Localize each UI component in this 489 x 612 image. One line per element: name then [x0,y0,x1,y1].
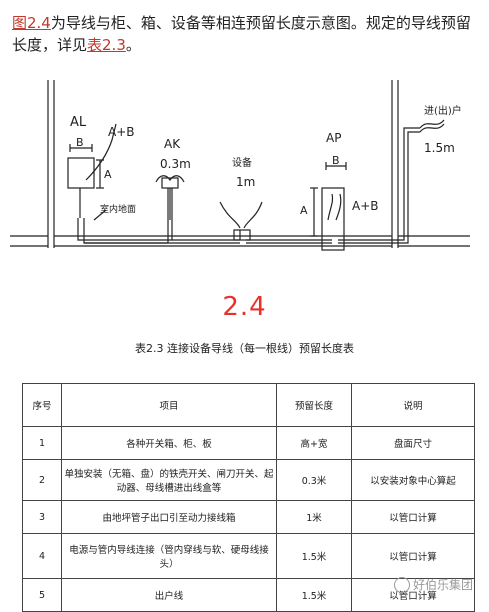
cell-item: 由地坪管子出口引至动力接线箱 [61,500,277,534]
cell-item: 出户线 [61,578,277,612]
cell-length: 1米 [276,500,352,534]
wiring-diagram: AL A+B B A 室内地面 AK 0.3m 设备 1m AP B A A+B… [10,80,470,251]
cell-item: 各种开关箱、柜、板 [61,426,277,460]
cell-index: 2 [22,459,62,501]
cell-length: 0.3米 [276,459,352,501]
watermark: 好伯乐集团 [393,576,473,593]
al-label: AL [70,115,87,130]
cell-note: 以管口计算 [351,533,475,579]
header-length: 预留长度 [276,383,352,427]
header-note: 说明 [351,383,475,427]
cell-length: 高+宽 [276,426,352,460]
cell-note: 以安装对象中心算起 [351,459,475,501]
ap-a-label: A [300,204,308,217]
al-a-label: A [104,168,112,181]
al-wire [85,123,117,181]
intro-paragraph: 图2.4为导线与柜、箱、设备等相连预留长度示意图。规定的导线预留长度，详见表2.… [12,12,482,56]
inout-label: 进(出)户 [424,104,462,117]
figure-link[interactable]: 图2.4 [12,14,51,32]
header-index: 序号 [22,383,62,427]
table-row: 3 由地坪管子出口引至动力接线箱 1米 以管口计算 [22,500,475,534]
cell-length: 1.5米 [276,578,352,612]
inout-length: 1.5m [424,141,455,155]
cell-index: 4 [22,533,62,579]
conduit-main [172,127,420,241]
ap-box [321,187,345,251]
intro-text: 为导线与柜、箱、设备等相连预留长度示意图。规定的导线预留长度，详见 [12,14,471,54]
table-link[interactable]: 表2.3 [87,36,126,54]
table-row: 1 各种开关箱、柜、板 高+宽 盘面尺寸 [22,426,475,460]
al-ab-label: A+B [108,125,135,139]
floor-label: 室内地面 [100,203,136,215]
device-length: 1m [236,175,255,189]
al-box [67,157,95,189]
cell-length: 1.5米 [276,533,352,579]
ap-label: AP [326,131,341,145]
ap-b-label: B [332,154,340,167]
table-header-row: 序号 项目 预留长度 说明 [22,383,475,427]
ak-length: 0.3m [160,157,191,171]
device-wire [219,201,263,229]
ap-wire [327,193,342,221]
table-row: 4 电源与管内导线连接（管内穿线与软、硬母线接头） 1.5米 以管口计算 [22,533,475,579]
cell-note: 以管口计算 [351,500,475,534]
watermark-text: 好伯乐集团 [412,577,473,592]
header-item: 项目 [61,383,277,427]
ap-ab-label: A+B [352,199,379,213]
table-row: 2 单独安装（无箱、盘）的铁壳开关、闸刀开关、起动器、母线槽进出线盒等 0.3米… [22,459,475,501]
device-label: 设备 [232,156,252,169]
ak-label: AK [164,137,181,151]
cell-item: 单独安装（无箱、盘）的铁壳开关、闸刀开关、起动器、母线槽进出线盒等 [61,459,277,501]
table-title: 表2.3 连接设备导线（每一根线）预留长度表 [135,342,354,355]
figure-label: 2.4 [222,292,267,322]
cell-note: 盘面尺寸 [351,426,475,460]
cell-index: 5 [22,578,62,612]
intro-text-end: 。 [125,36,141,54]
cell-index: 1 [22,426,62,460]
cell-index: 3 [22,500,62,534]
al-b-label: B [76,136,84,149]
device-box [233,229,251,241]
cell-item: 电源与管内导线连接（管内穿线与软、硬母线接头） [61,533,277,579]
inout-wire [419,119,445,129]
wechat-icon [393,577,410,593]
